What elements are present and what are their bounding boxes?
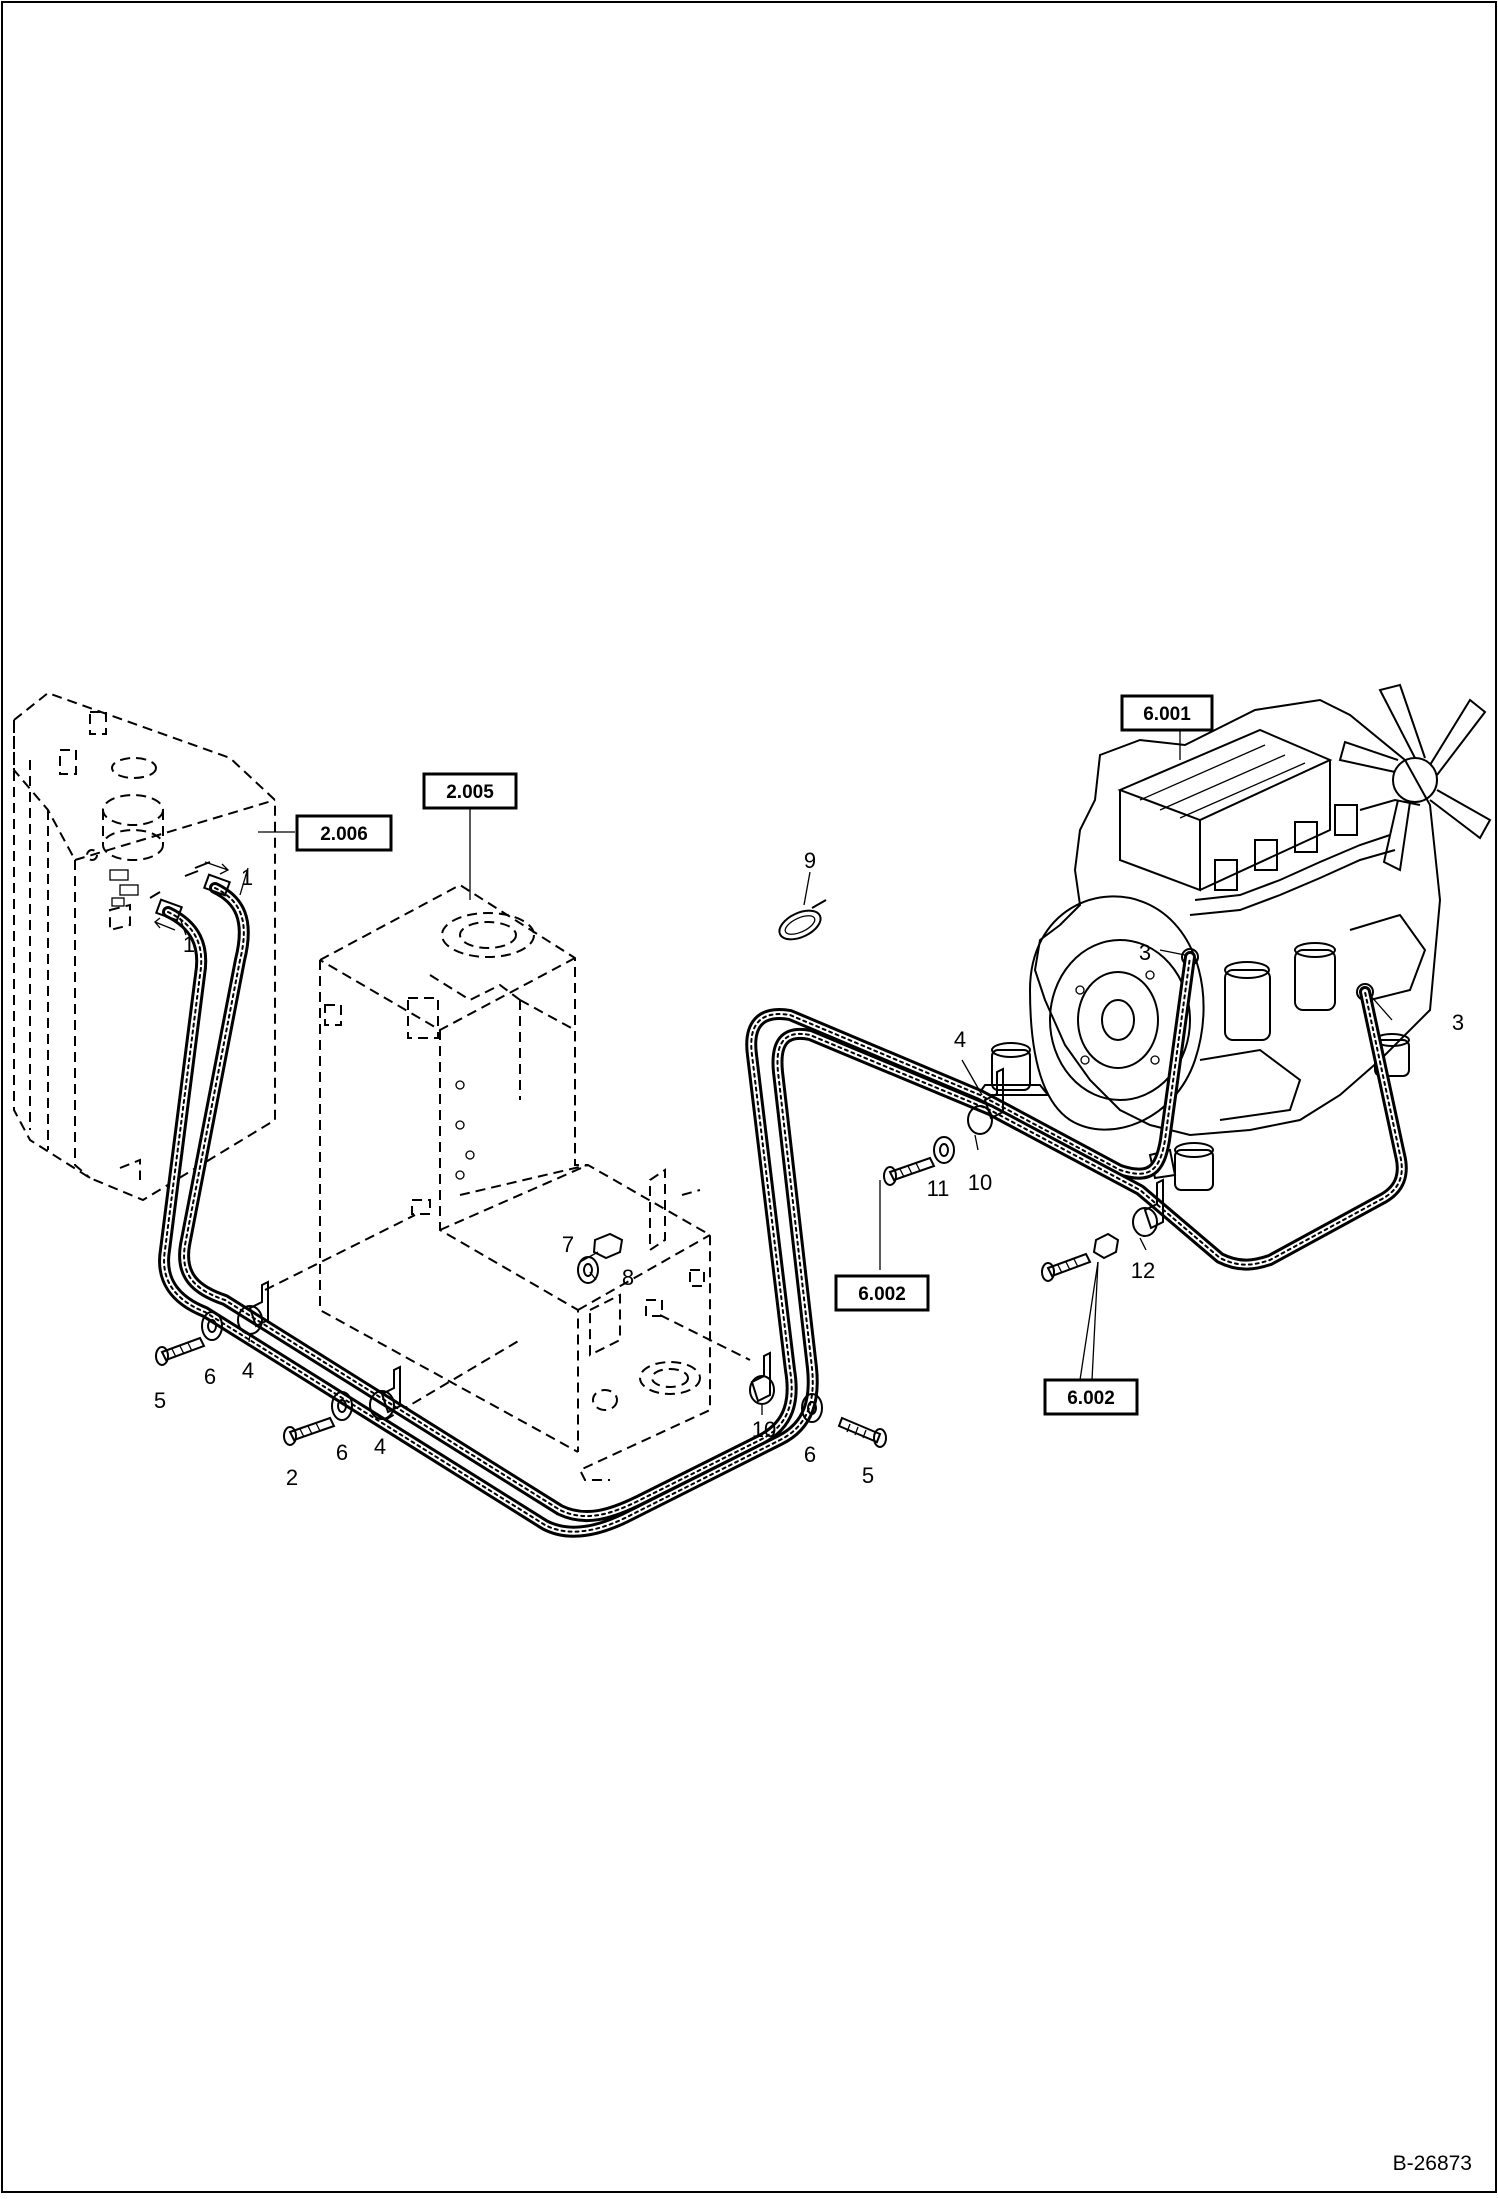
callout-bolt-center: 2 xyxy=(286,1465,298,1490)
callout-fitting-left: 3 xyxy=(1139,940,1151,965)
bolt-right xyxy=(837,1416,887,1448)
callout-washer-left: 6 xyxy=(204,1364,216,1389)
bolt-lower-clamp xyxy=(1041,1232,1120,1282)
callout-clamp-engine: 10 xyxy=(968,1170,992,1195)
reference-box-clamp-b: 6.002 xyxy=(1043,1378,1139,1416)
washer-right xyxy=(801,1393,823,1423)
callout-washer-right: 6 xyxy=(804,1442,816,1467)
callout-nut: 7 xyxy=(562,1232,574,1257)
washer-center xyxy=(331,1391,353,1421)
item-callouts: 1 1 2 3 3 4 4 4 5 5 6 6 6 7 8 9 10 10 11… xyxy=(154,848,1464,1490)
clamps xyxy=(237,1067,1164,1420)
ref-clamp-b-label: 6.002 xyxy=(1067,1388,1115,1409)
tank-outlet-fittings xyxy=(109,869,139,907)
ref-frame-label: 2.005 xyxy=(446,782,494,803)
engine-filters xyxy=(1199,913,1427,1121)
callout-tie: 9 xyxy=(804,848,816,873)
ref-clamp-a-label: 6.002 xyxy=(858,1284,906,1305)
washer-left xyxy=(201,1311,223,1341)
bolt-engine-clamp xyxy=(883,1136,955,1186)
reference-box-clamp-a: 6.002 xyxy=(834,1274,930,1312)
callout-hose-upper: 1 xyxy=(241,865,253,890)
callout-washer-engine: 11 xyxy=(927,1176,950,1201)
callout-washer-center: 6 xyxy=(336,1440,348,1465)
reference-box-frame: 2.005 xyxy=(422,772,518,810)
callout-washer-frame: 8 xyxy=(622,1265,634,1290)
fasteners xyxy=(155,899,1120,1448)
engine xyxy=(976,683,1492,1191)
reference-box-fuel-tank: 2.006 xyxy=(295,814,393,852)
engine-mounts xyxy=(976,1033,1410,1191)
injectors xyxy=(1189,804,1396,916)
hose-end-fittings xyxy=(149,861,232,922)
fuel-tank xyxy=(13,691,276,1202)
ref-engine-label: 6.001 xyxy=(1143,704,1191,725)
nut-and-washer xyxy=(577,1232,624,1284)
callout-bolt-right: 5 xyxy=(862,1463,874,1488)
bolt-left xyxy=(155,1336,206,1366)
callout-bolt-left: 5 xyxy=(154,1388,166,1413)
callout-clamp-left: 4 xyxy=(242,1358,254,1383)
callout-clamp-frame: 10 xyxy=(752,1417,776,1442)
bolt-center xyxy=(283,1416,336,1446)
callout-fitting-right: 3 xyxy=(1452,1010,1464,1035)
callout-clamp-lower: 12 xyxy=(1131,1258,1155,1283)
cable-tie xyxy=(778,899,827,941)
callout-clamp-center: 4 xyxy=(374,1434,386,1459)
engine-fuel-fittings xyxy=(1181,948,1374,1001)
flow-arrow-out xyxy=(154,917,176,931)
document-number: B-26873 xyxy=(1393,2152,1472,2175)
flow-arrow-in xyxy=(204,861,230,875)
callout-hose-lower: 1 xyxy=(183,932,195,957)
ref-fuel-tank-label: 2.006 xyxy=(320,824,368,845)
callout-clamp-upper: 4 xyxy=(954,1027,966,1052)
reference-box-engine: 6.001 xyxy=(1120,694,1214,732)
frame-structure xyxy=(264,883,751,1481)
flywheel-housing xyxy=(1028,895,1205,1131)
cooling-fan xyxy=(1338,683,1492,872)
leader-lines xyxy=(179,730,1393,1421)
